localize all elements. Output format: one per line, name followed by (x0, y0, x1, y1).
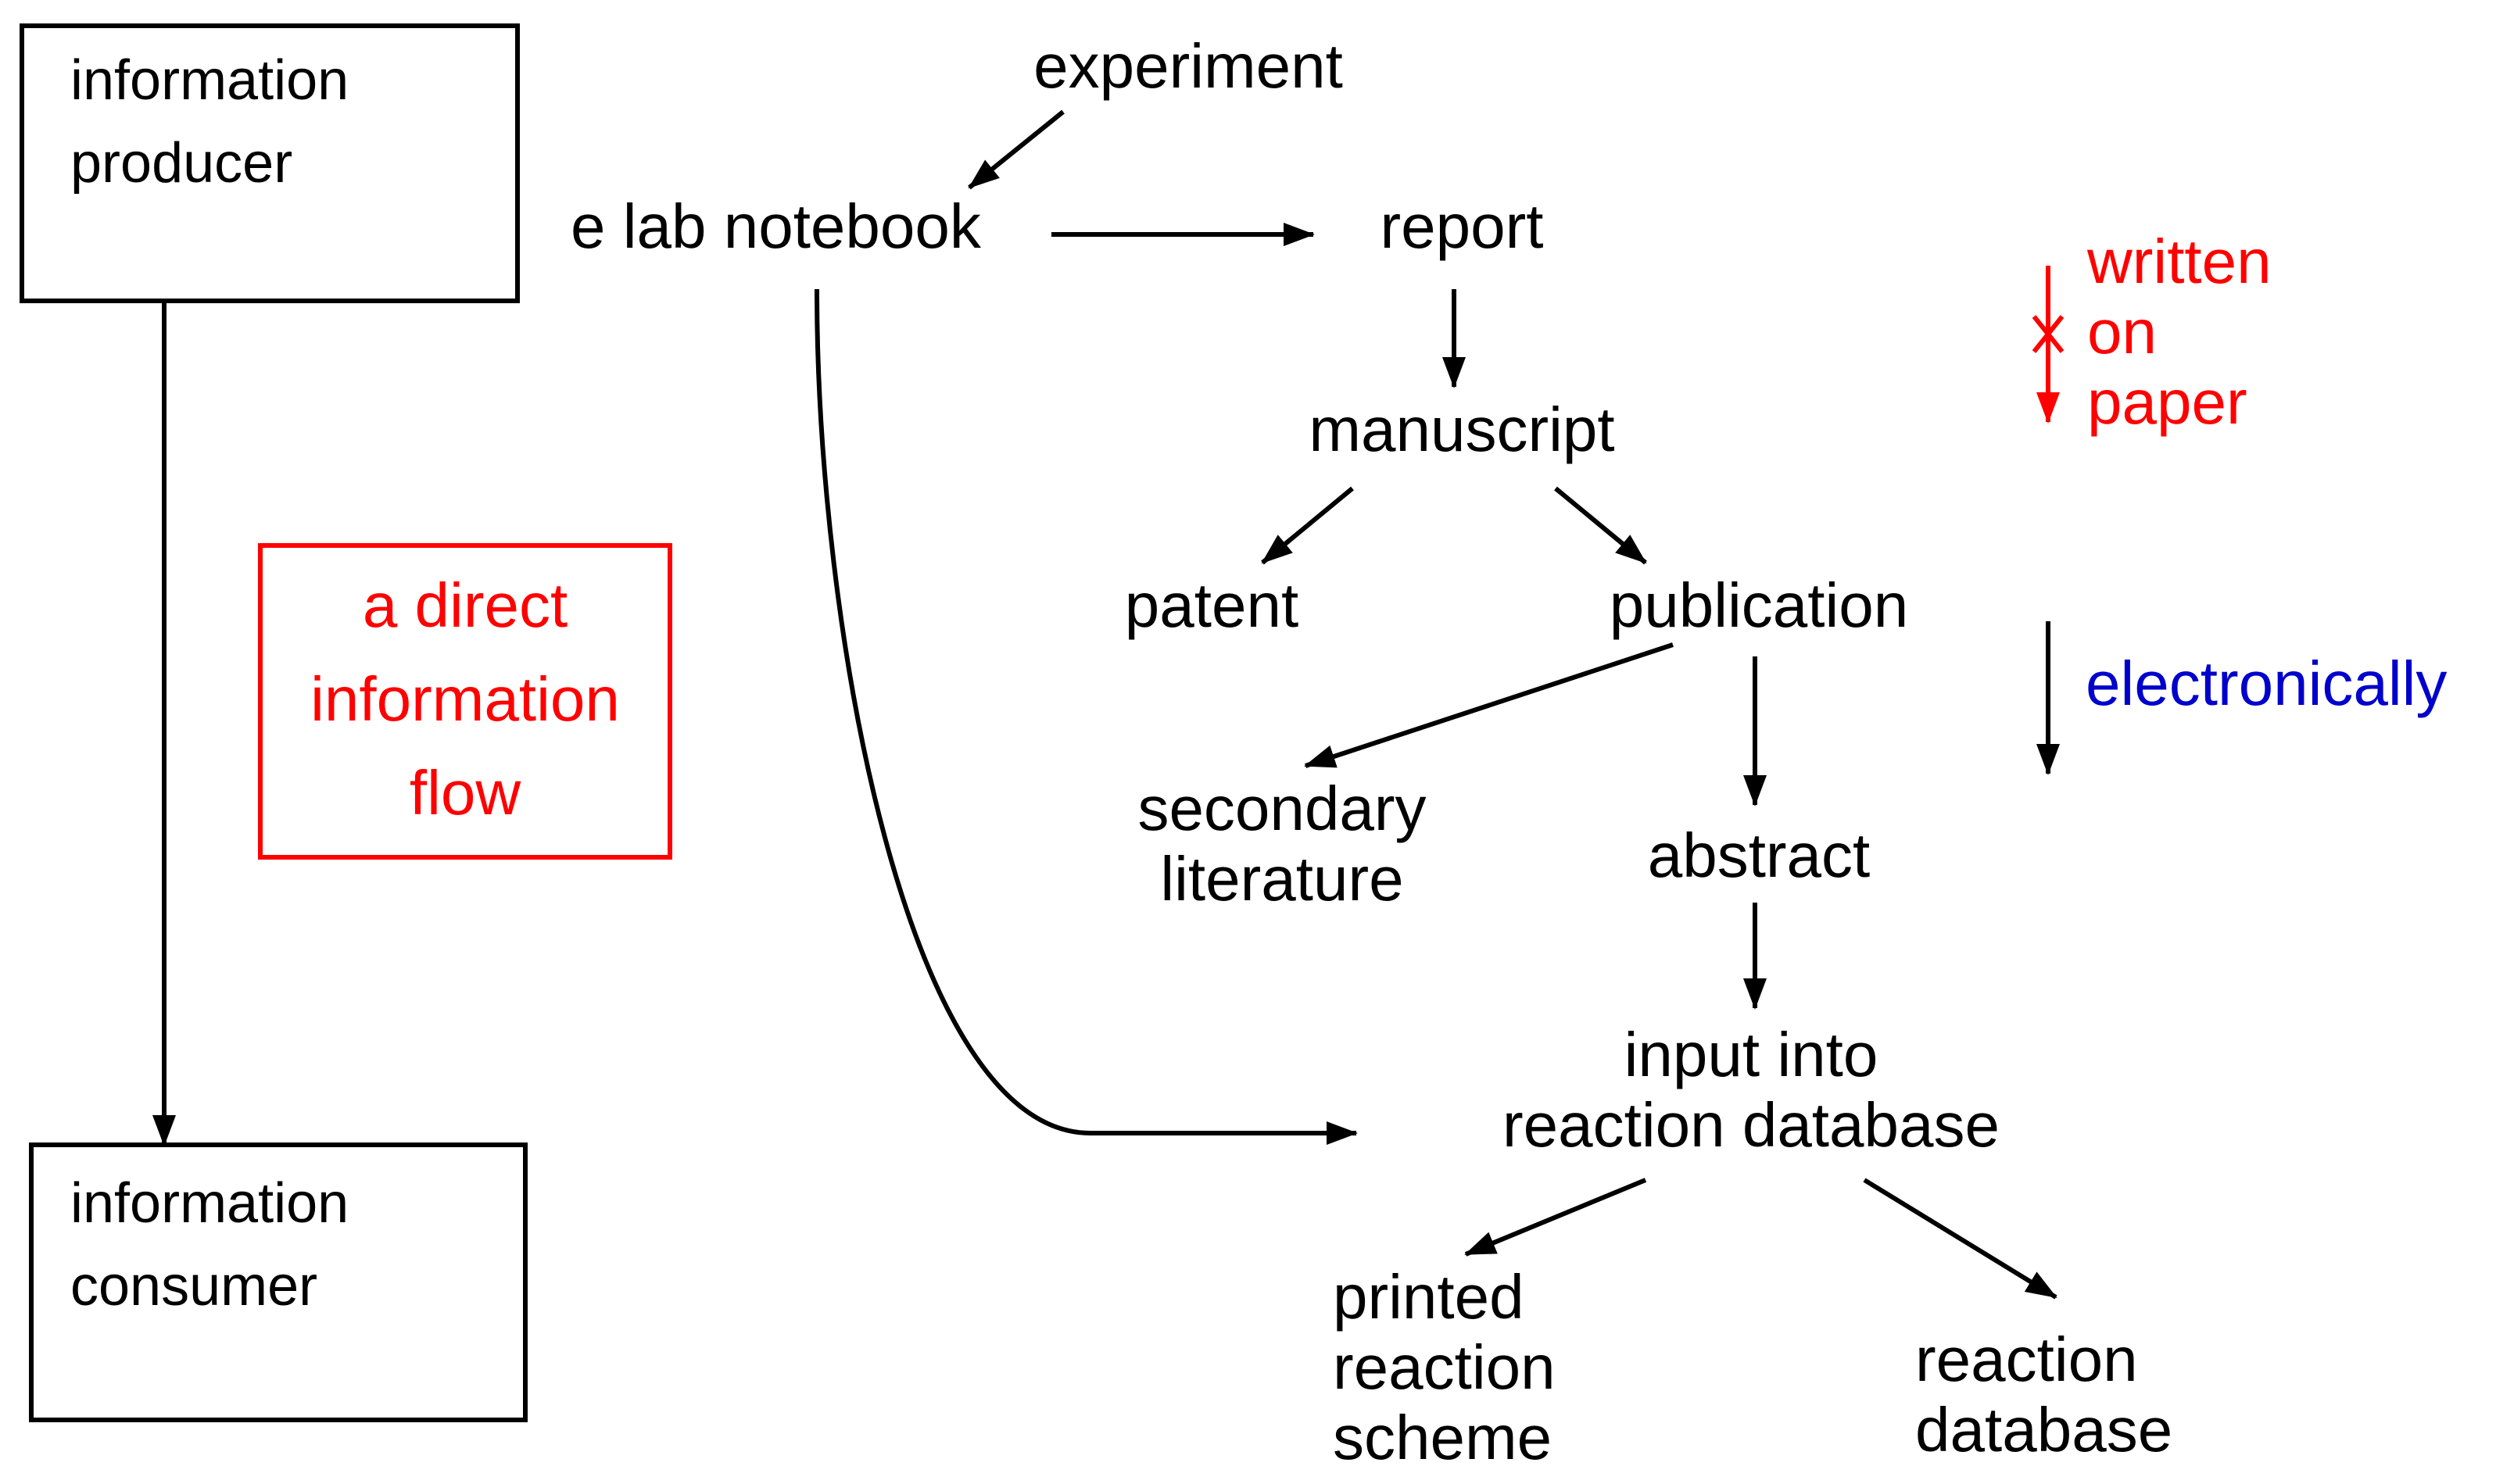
consumer-box (29, 1143, 528, 1422)
legend-arrow-paper (2032, 266, 2065, 424)
node-e-lab-notebook: e lab notebook (571, 191, 981, 261)
arrow-publication-to-secondary-literature (1304, 642, 1674, 768)
arrow-notebook-to-input (815, 288, 1358, 1145)
arrow-manuscript-to-publication (1554, 486, 1647, 565)
node-report: report (1380, 191, 1544, 261)
node-input-reaction-database: input into reaction database (1502, 1020, 2000, 1160)
producer-box (20, 23, 520, 303)
node-patent: patent (1124, 570, 1299, 640)
node-experiment: experiment (1033, 31, 1343, 101)
node-reaction-database: reaction database (1915, 1325, 2173, 1464)
arrow-experiment-to-notebook (968, 109, 1065, 190)
direct-flow-box (258, 543, 672, 860)
node-manuscript: manuscript (1309, 395, 1615, 464)
arrow-input-to-printed-scheme (1464, 1178, 1647, 1257)
consumer-label: information consumer (70, 1172, 349, 1318)
legend-electronic-label: electronically (2086, 649, 2448, 718)
legend-paper-label: written on paper (2087, 227, 2272, 437)
arrow-manuscript-to-patent (1261, 486, 1354, 565)
node-secondary-literature: secondary literature (1137, 774, 1427, 914)
node-abstract: abstract (1647, 821, 1871, 890)
arrow-input-to-reaction-database (1863, 1178, 2057, 1300)
direct-flow-label: a direct information flow (310, 570, 620, 828)
producer-label: information producer (70, 49, 349, 195)
node-printed-reaction-scheme: printed reaction scheme (1333, 1262, 1556, 1472)
node-publication: publication (1609, 570, 1909, 640)
